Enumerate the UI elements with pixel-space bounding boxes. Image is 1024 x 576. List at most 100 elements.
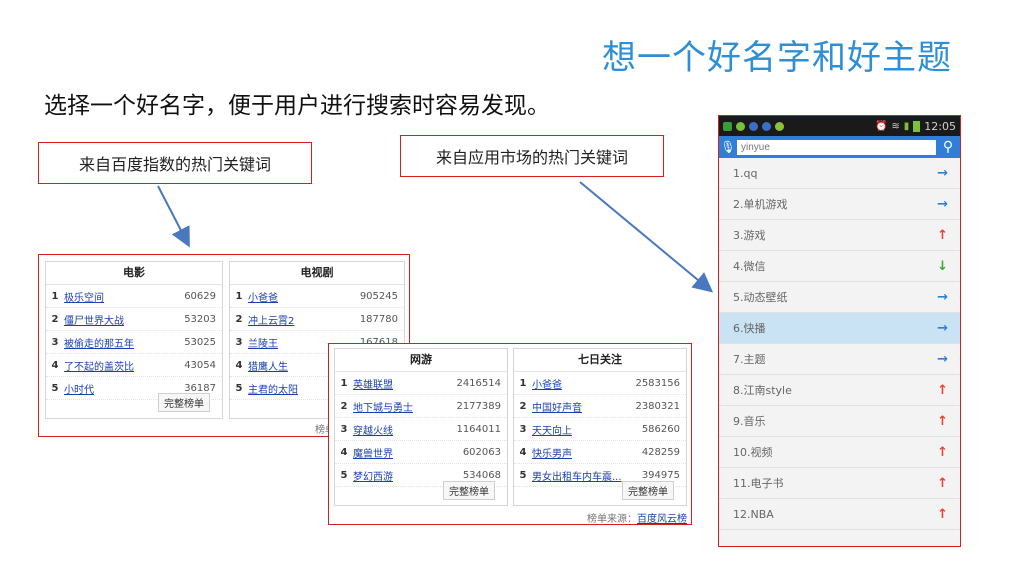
search-count: 2380321 bbox=[635, 400, 680, 412]
suggestion-label: 4.微信 bbox=[733, 260, 766, 273]
suggestion-label: 11.电子书 bbox=[733, 477, 784, 490]
rank-number: 2 bbox=[51, 313, 59, 325]
suggestion-label: 12.NBA bbox=[733, 507, 774, 521]
clock: 12:05 bbox=[924, 119, 956, 133]
keyword-link[interactable]: 男女出租车内车震... bbox=[532, 471, 622, 483]
keyword-link[interactable]: 小时代 bbox=[64, 384, 94, 396]
rank-number: 5 bbox=[340, 469, 348, 481]
arrow-right-icon: → bbox=[937, 165, 948, 181]
rank-number: 5 bbox=[51, 382, 59, 394]
table-row: 5 小时代 36187 bbox=[46, 377, 222, 400]
alarm-icon: ⏰ bbox=[874, 120, 888, 132]
search-icon[interactable]: ⚲ bbox=[942, 139, 954, 155]
microphone-icon[interactable]: 🎙 bbox=[720, 140, 736, 154]
weekly-heading: 七日关注 bbox=[514, 349, 686, 372]
battery-icon bbox=[913, 120, 921, 132]
keyword-link[interactable]: 魔兽世界 bbox=[353, 448, 393, 460]
keyword-link[interactable]: 小爸爸 bbox=[532, 379, 562, 391]
keyword-link[interactable]: 僵尸世界大战 bbox=[64, 315, 124, 327]
tv-heading: 电视剧 bbox=[230, 262, 404, 285]
rank-number: 1 bbox=[519, 377, 527, 389]
rank-number: 4 bbox=[519, 446, 527, 458]
keyword-link[interactable]: 被偷走的那五年 bbox=[64, 338, 134, 350]
movies-heading: 电影 bbox=[46, 262, 222, 285]
suggestion-item[interactable]: 12.NBA↑ bbox=[719, 499, 960, 530]
search-bar: 🎙 ⚲ bbox=[719, 136, 960, 158]
suggestion-item[interactable]: 10.视频↑ bbox=[719, 437, 960, 468]
shield-icon bbox=[749, 121, 758, 131]
keyword-link[interactable]: 天天向上 bbox=[532, 425, 572, 437]
keyword-link[interactable]: 极乐空间 bbox=[64, 292, 104, 304]
arrow-right-icon: → bbox=[937, 320, 948, 336]
suggestion-item[interactable]: 3.游戏↑ bbox=[719, 220, 960, 251]
slide-title: 想一个好名字和好主题 bbox=[602, 38, 952, 78]
suggestion-item[interactable]: 11.电子书↑ bbox=[719, 468, 960, 499]
rank-number: 5 bbox=[519, 469, 527, 481]
keyword-link[interactable]: 穿越火线 bbox=[353, 425, 393, 437]
ranking-source-link[interactable]: 百度风云榜 bbox=[637, 514, 687, 525]
search-count: 394975 bbox=[641, 469, 680, 481]
suggestion-item[interactable]: 4.微信 ↓ bbox=[719, 251, 960, 282]
suggestion-label: 1.qq bbox=[733, 166, 758, 180]
search-input[interactable] bbox=[737, 139, 936, 155]
keyword-link[interactable]: 了不起的盖茨比 bbox=[64, 361, 134, 373]
keyword-link[interactable]: 英雄联盟 bbox=[353, 379, 393, 391]
movies-full-list-button[interactable]: 完整榜单 bbox=[158, 393, 210, 412]
market-icon bbox=[775, 121, 784, 131]
search-count: 2583156 bbox=[635, 377, 680, 389]
tv-source-label: 榜单 bbox=[315, 425, 335, 436]
table-row: 3 兰陵王 167618 bbox=[230, 331, 404, 354]
table-row: 5 男女出租车内车震... 394975 bbox=[514, 464, 686, 487]
arrow-down-icon: ↓ bbox=[937, 258, 948, 274]
keyword-link[interactable]: 主君的太阳 bbox=[248, 384, 298, 396]
arrow-right-icon: → bbox=[937, 289, 948, 305]
suggestion-item[interactable]: 2.单机游戏→ bbox=[719, 189, 960, 220]
keyword-link[interactable]: 小爸爸 bbox=[248, 292, 278, 304]
table-row: 4 魔兽世界 602063 bbox=[335, 441, 507, 464]
search-count: 602063 bbox=[462, 446, 501, 458]
ranking-source: 榜单来源：百度风云榜 bbox=[587, 510, 687, 525]
rank-number: 3 bbox=[519, 423, 527, 435]
suggestion-item[interactable]: 5.动态壁纸→ bbox=[719, 282, 960, 313]
suggestion-item[interactable]: 8.江南style↑ bbox=[719, 375, 960, 406]
rank-number: 3 bbox=[235, 336, 243, 348]
arrow-right-icon: → bbox=[937, 196, 948, 212]
keyword-link[interactable]: 地下城与勇士 bbox=[353, 402, 413, 414]
search-count: 167618 bbox=[359, 336, 398, 348]
weekly-full-list-button[interactable]: 完整榜单 bbox=[622, 481, 674, 500]
suggestion-item[interactable]: 1.qq → bbox=[719, 158, 960, 189]
suggestion-label: 6.快播 bbox=[733, 322, 766, 335]
status-bar: ⏰ ≋ ▮ 12:05 bbox=[719, 116, 960, 136]
keyword-link[interactable]: 兰陵王 bbox=[248, 338, 278, 350]
keyword-link[interactable]: 中国好声音 bbox=[532, 402, 582, 414]
games-full-list-button[interactable]: 完整榜单 bbox=[443, 481, 495, 500]
callout-market: 来自应用市场的热门关键词 bbox=[400, 135, 664, 177]
keyword-link[interactable]: 猎鹰人生 bbox=[248, 361, 288, 373]
suggestion-item[interactable]: 7.主题→ bbox=[719, 344, 960, 375]
arrow-up-icon: ↑ bbox=[937, 382, 948, 398]
arrow-to-baidu-panel bbox=[157, 185, 190, 248]
search-count: 36187 bbox=[184, 382, 216, 394]
keyword-link[interactable]: 冲上云霄2 bbox=[248, 315, 295, 327]
app-market-search-phone: ⏰ ≋ ▮ 12:05 🎙 ⚲ 1.qq→2.单机游戏→3.游戏↑4.微信↓5.… bbox=[718, 115, 961, 547]
search-count: 2416514 bbox=[456, 377, 501, 389]
rank-number: 4 bbox=[340, 446, 348, 458]
suggestion-item[interactable]: 9.音乐↑ bbox=[719, 406, 960, 437]
keyword-link[interactable]: 梦幻西游 bbox=[353, 471, 393, 483]
rank-number: 4 bbox=[51, 359, 59, 371]
search-count: 1164011 bbox=[456, 423, 501, 435]
rank-number: 5 bbox=[235, 382, 243, 394]
keyword-link[interactable]: 快乐男声 bbox=[532, 448, 572, 460]
suggestion-item[interactable]: 6.快播 → bbox=[719, 313, 960, 344]
